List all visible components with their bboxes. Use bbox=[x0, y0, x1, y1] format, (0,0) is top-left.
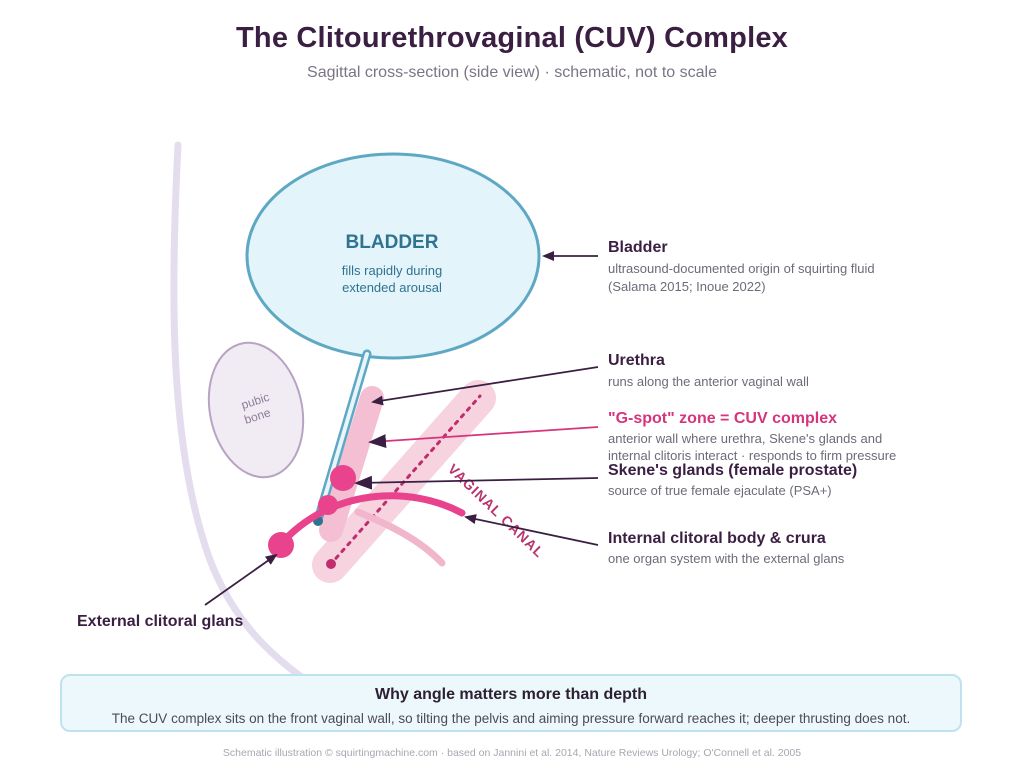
gspot-annotation-title: "G-spot" zone = CUV complex bbox=[608, 410, 837, 427]
clitoral-crus bbox=[354, 508, 446, 567]
clitoral-body-leader bbox=[464, 514, 599, 546]
glans-leader bbox=[204, 553, 278, 606]
glans-annotation-title: External clitoral glans bbox=[77, 613, 243, 630]
callout-title: Why angle matters more than depth bbox=[374, 686, 648, 703]
gspot-annotation-desc-2: internal clitoris interact · responds to… bbox=[608, 448, 896, 463]
clitoral-body-annotation-title: Internal clitoral body & crura bbox=[608, 530, 826, 547]
page-subtitle: Sagittal cross-section (side view) · sch… bbox=[307, 64, 717, 81]
bladder-annotation-desc-1: ultrasound-documented origin of squirtin… bbox=[608, 261, 875, 276]
internal-clitoral-body bbox=[276, 492, 466, 549]
vaginal-canal-entrance bbox=[326, 559, 336, 569]
gspot-leader bbox=[368, 426, 599, 449]
vaginal-canal-centerline bbox=[328, 394, 482, 567]
bladder-annotation-desc-2: (Salama 2015; Inoue 2022) bbox=[608, 279, 766, 294]
bladder-desc-1: fills rapidly during bbox=[342, 263, 442, 278]
callout-body: The CUV complex sits on the front vagina… bbox=[111, 711, 911, 726]
gspot-annotation-desc-1: anterior wall where urethra, Skene's gla… bbox=[608, 431, 882, 446]
bladder-annotation-title: Bladder bbox=[608, 239, 668, 256]
bladder bbox=[245, 152, 541, 360]
urethra-annotation-desc: runs along the anterior vaginal wall bbox=[608, 374, 809, 389]
clitoral-body-annotation-desc: one organ system with the external glans bbox=[608, 551, 845, 566]
skenes-gland-small bbox=[318, 495, 338, 515]
skenes-gland-large bbox=[330, 465, 356, 491]
bladder-label: BLADDER bbox=[346, 232, 439, 253]
source-footer: Schematic illustration © squirtingmachin… bbox=[222, 747, 802, 759]
body-outline bbox=[170, 141, 324, 694]
urethra-annotation-title: Urethra bbox=[608, 352, 665, 369]
skenes-leader bbox=[354, 475, 599, 490]
page-title: The Clitourethrovaginal (CUV) Complex bbox=[236, 22, 788, 54]
angle-callout: Why angle matters more than depth The CU… bbox=[60, 674, 962, 732]
external-clitoral-glans bbox=[268, 532, 294, 558]
pubic-bone bbox=[207, 341, 305, 479]
skenes-annotation-title: Skene's glands (female prostate) bbox=[608, 462, 857, 479]
skenes-annotation-desc: source of true female ejaculate (PSA+) bbox=[608, 483, 832, 498]
bladder-desc-2: extended arousal bbox=[342, 280, 442, 295]
urethra-leader bbox=[371, 366, 599, 406]
